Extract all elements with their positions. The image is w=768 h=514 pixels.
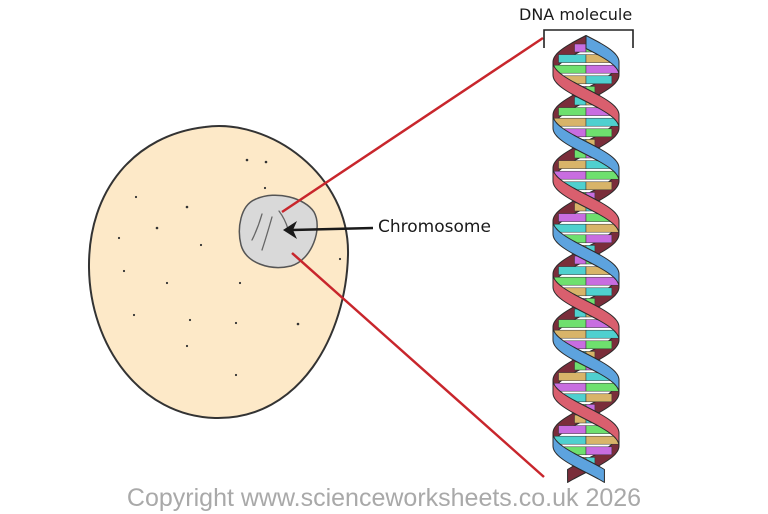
base-pair-left [558, 54, 587, 63]
base-pair-right [585, 128, 613, 138]
base-pair-right [585, 446, 613, 456]
strand-red-front-segment [552, 168, 620, 234]
cell-dots [117, 158, 342, 377]
base-pair-right [585, 64, 620, 74]
strand-blue-front-segment [585, 35, 620, 75]
base-pair-right [585, 435, 620, 445]
base-pair-right [585, 287, 613, 297]
strand-red-front-segment [552, 274, 620, 340]
base-pair-left [558, 319, 587, 328]
chromosome-label: Chromosome [378, 217, 491, 237]
base-pair-left [558, 372, 587, 381]
strand-blue-front-segment [552, 221, 620, 287]
cell [87, 125, 350, 420]
dna-bracket [543, 29, 634, 48]
base-pair-left [558, 160, 587, 169]
base-pair-right [585, 340, 613, 350]
base-pair-left [574, 43, 587, 53]
dna-molecule-label: DNA molecule [519, 5, 633, 24]
dna-front-strands [552, 35, 620, 483]
base-pair-right [585, 329, 620, 339]
base-pair-left [558, 425, 587, 434]
strand-blue-front-segment [552, 433, 605, 483]
base-pair-right [585, 170, 620, 180]
zoom-line-bottom [291, 252, 545, 478]
base-pair-right [585, 223, 620, 233]
base-pair-left [558, 213, 587, 222]
base-pair-right [585, 382, 620, 392]
strand-red-front-segment [552, 62, 620, 128]
base-pair-left [558, 107, 587, 116]
base-pair-right [585, 234, 613, 244]
base-pair-left [558, 266, 587, 275]
nucleus [238, 194, 318, 269]
strand-blue-front-segment [552, 115, 620, 181]
base-pair-right [585, 276, 620, 286]
base-pair-right [585, 181, 613, 191]
copyright-text: Copyright www.scienceworksheets.co.uk 20… [126, 484, 642, 512]
strand-blue-front-segment [552, 327, 620, 393]
strand-red-front-segment [552, 380, 620, 446]
base-pair-right [585, 117, 620, 127]
chromosome-arrow [283, 221, 374, 239]
base-pair-right [585, 75, 613, 85]
dna-helix [549, 35, 623, 483]
zoom-line-top [281, 36, 544, 214]
base-pair-right [585, 393, 613, 403]
